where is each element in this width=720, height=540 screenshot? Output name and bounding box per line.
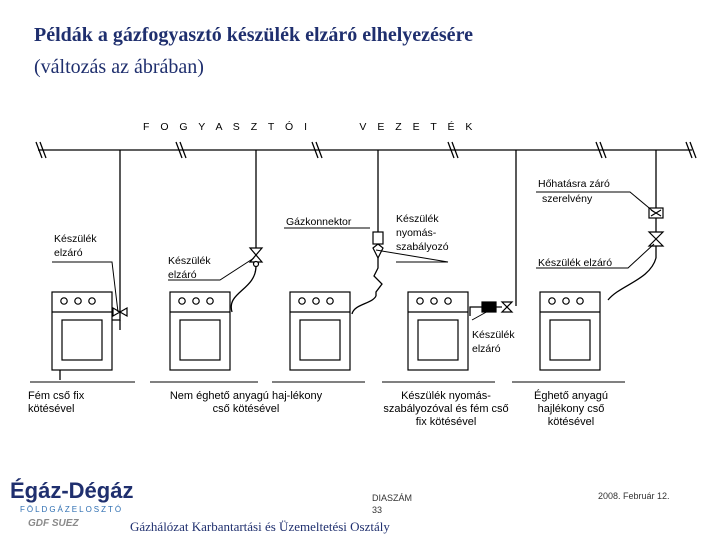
label-elzaro-3a: Készülék	[472, 329, 515, 341]
valve-4-icon	[647, 231, 665, 247]
label-nyomas-2: nyomás-	[396, 227, 437, 239]
slide-number-label: DIASZÁM	[372, 493, 413, 503]
stove-5	[539, 291, 601, 371]
caption-regulator-fixed: Készülék nyomás-szabályozóval és fém cső…	[383, 390, 509, 428]
label-elzaro-2b: elzáró	[168, 269, 197, 281]
stove-1	[51, 291, 113, 371]
thermal-shutoff-icon	[648, 207, 664, 219]
caption-nonflammable-flex: Nem éghető anyagú haj-lékony cső kötésév…	[169, 390, 323, 415]
label-hohatas-1: Hőhatásra záró	[538, 178, 610, 190]
slide-date: 2008. Február 12.	[598, 491, 670, 501]
label-elzaro-4: Készülék elzáró	[538, 257, 612, 269]
label-nyomas-1: Készülék	[396, 213, 439, 225]
valve-2-icon	[248, 247, 264, 268]
label-elzaro-3b: elzáró	[472, 343, 501, 355]
label-nyomas-3: szabályozó	[396, 241, 449, 253]
slide-subtitle: (változás az ábrában)	[34, 56, 204, 78]
gdf-suez-logo: GDF SUEZ	[28, 518, 79, 529]
label-gazkonnektor: Gázkonnektor	[286, 216, 352, 228]
department-name: Gázhálózat Karbantartási és Üzemeltetési…	[130, 519, 390, 534]
company-logo-sub: FÖLDGÁZELOSZTÓ	[20, 505, 124, 514]
slide-title: Példák a gázfogyasztó készülék elzáró el…	[34, 24, 473, 46]
stove-3	[289, 291, 351, 371]
main-pipe	[35, 141, 697, 159]
caption-fixed-metal: Fém cső fix kötésével	[28, 390, 85, 415]
slide-number: 33	[372, 505, 383, 515]
label-pointers	[52, 191, 655, 321]
pipe-label: F O G Y A S Z T Ó I V E Z E T É K	[143, 120, 476, 133]
appliance-connections	[119, 257, 657, 330]
label-elzaro-1a: Készülék	[54, 233, 97, 245]
pressure-regulator-icon	[481, 301, 514, 313]
valve-1-icon	[112, 306, 128, 318]
company-logo: Égáz-Dégáz	[10, 478, 134, 503]
stove-4	[407, 291, 469, 371]
label-elzaro-2a: Készülék	[168, 255, 211, 267]
stove-2	[169, 291, 231, 371]
label-hohatas-2: szerelvény	[542, 193, 593, 205]
caption-flammable-flex: Éghető anyagú hajlékony cső kötésével	[533, 390, 608, 428]
label-elzaro-1b: elzáró	[54, 247, 83, 259]
gas-connector-icon	[372, 231, 384, 260]
